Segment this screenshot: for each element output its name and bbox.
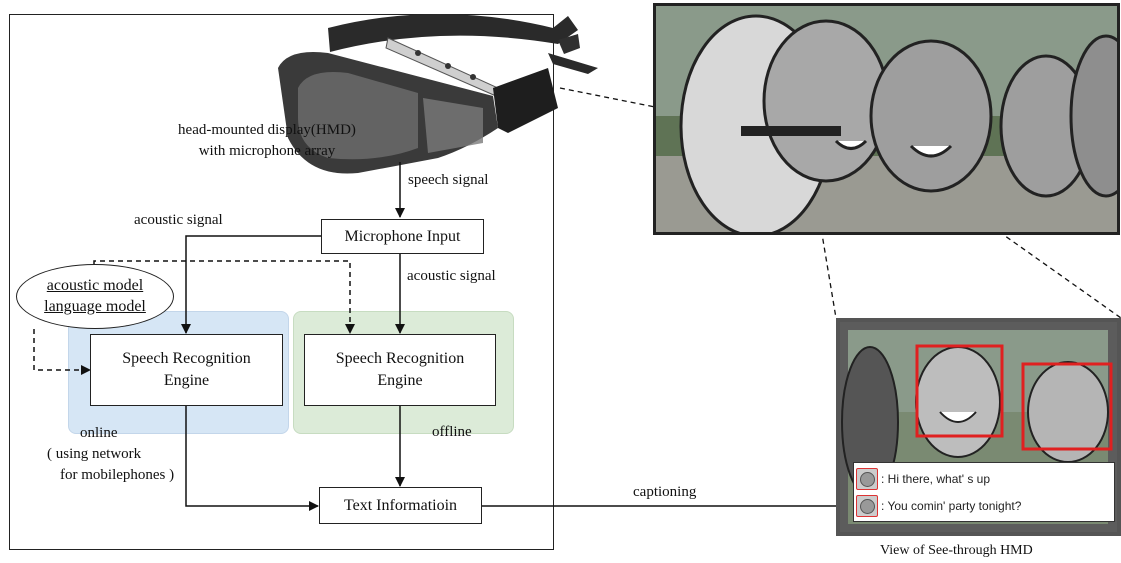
subtitle-line-1: : Hi there, what' s up bbox=[856, 467, 990, 491]
real-scene-image bbox=[653, 3, 1120, 235]
sre-online-line1: Speech Recognition bbox=[122, 350, 251, 368]
subtitle-1-text: : Hi there, what' s up bbox=[881, 472, 991, 486]
language-model-label: language model bbox=[44, 297, 146, 315]
sre-online-line2: Engine bbox=[163, 372, 210, 389]
subtitle-2-text: : You comin' party tonight? bbox=[881, 499, 1022, 513]
online-label: online bbox=[80, 425, 118, 441]
speaker-face-icon bbox=[856, 495, 878, 517]
sre-offline-line2: Engine bbox=[377, 372, 423, 389]
online-note-line1: ( using network bbox=[47, 446, 142, 462]
hmd-label-line2: with microphone array bbox=[198, 143, 336, 159]
sre-offline-line1: Speech Recognition bbox=[335, 350, 465, 368]
offline-label: offline bbox=[432, 424, 472, 440]
acoustic-model-label: acoustic model bbox=[46, 276, 144, 294]
caption-bar: : Hi there, what' s up : You comin' part… bbox=[853, 462, 1115, 522]
subtitle-line-2: : You comin' party tonight? bbox=[856, 494, 1021, 518]
acoustic-signal-right-label: acoustic signal bbox=[407, 268, 496, 284]
captioning-label: captioning bbox=[633, 484, 697, 500]
system-frame bbox=[9, 14, 554, 550]
speaker-face-icon bbox=[856, 468, 878, 490]
speech-recognition-engine-offline: Speech Recognition Engine bbox=[304, 334, 496, 406]
speech-recognition-engine-online: Speech Recognition Engine bbox=[90, 334, 283, 406]
online-note-line2: for mobilephones ) bbox=[60, 467, 175, 483]
microphone-input-box: Microphone Input bbox=[321, 219, 484, 254]
speech-signal-label: speech signal bbox=[408, 172, 489, 188]
acoustic-signal-left-label: acoustic signal bbox=[134, 212, 223, 228]
hmd-glasses-image bbox=[278, 14, 598, 174]
hmd-label-line1: head-mounted display(HMD) bbox=[178, 122, 356, 138]
hmd-view-caption: View of See-through HMD bbox=[880, 543, 1033, 558]
model-ellipse: acoustic model language model bbox=[16, 264, 174, 329]
text-information-box: Text Informatioin bbox=[319, 487, 482, 524]
